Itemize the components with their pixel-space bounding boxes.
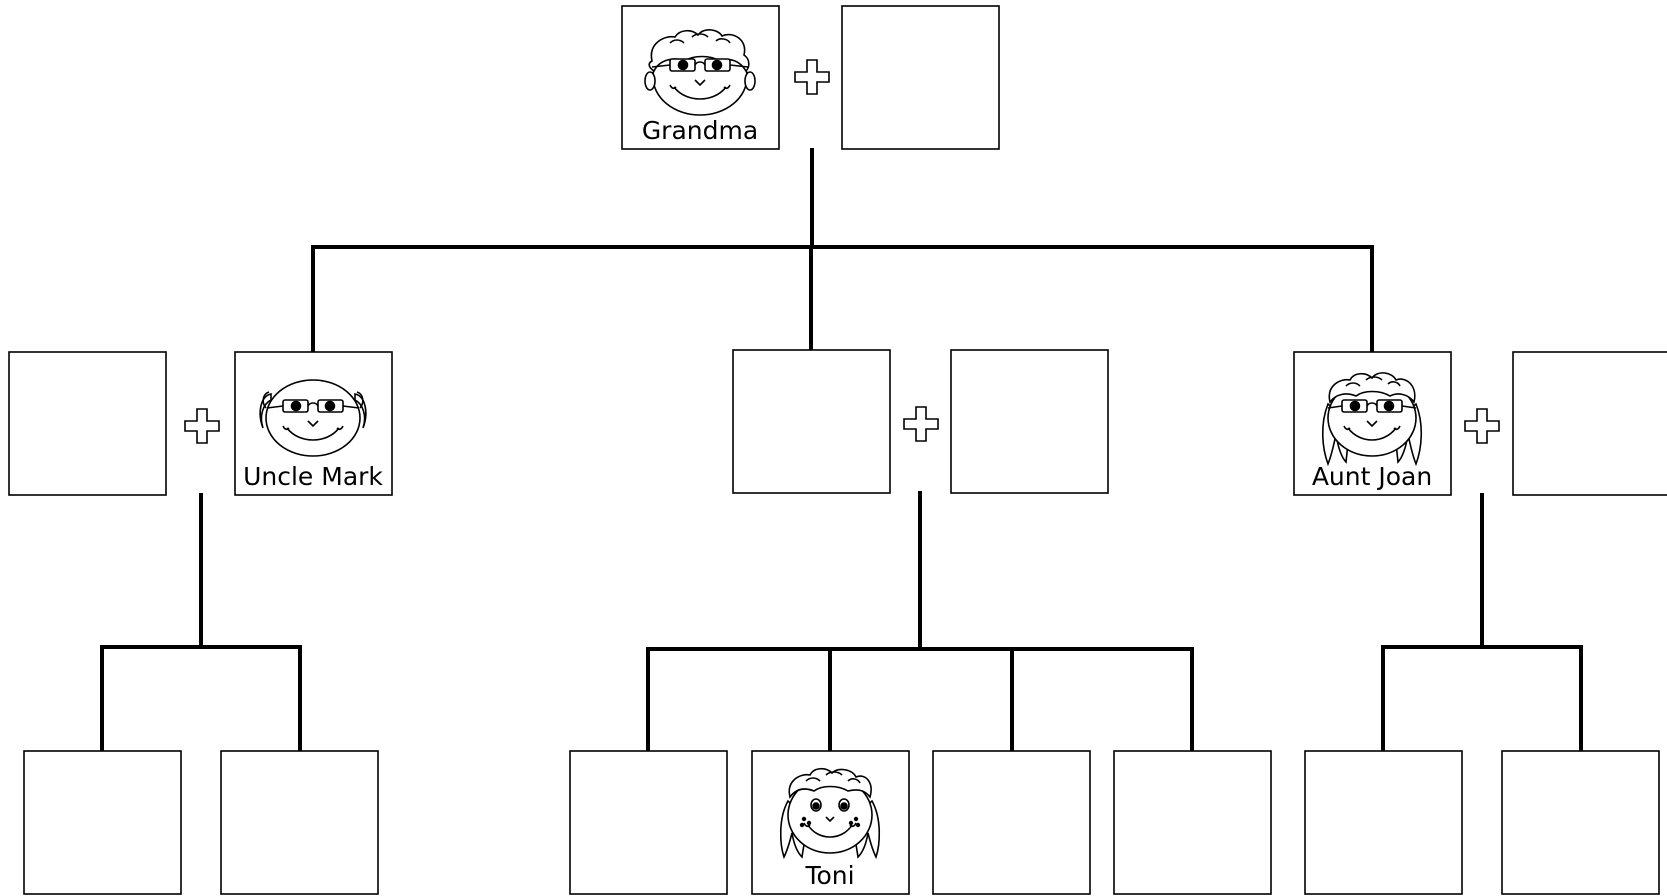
uncle-mark-face-icon: [259, 379, 367, 457]
person-card-uncle-mark-partner[interactable]: [8, 351, 167, 496]
couple-symbols: [184, 59, 1500, 444]
person-card-middle-parent-a[interactable]: [732, 349, 891, 494]
person-name-grandma: Grandma: [642, 116, 758, 145]
person-card-uncle-mark-child-1[interactable]: [23, 750, 182, 895]
plus-icon: [184, 408, 220, 444]
person-card-grandma[interactable]: Grandma: [621, 5, 780, 150]
person-name-toni: Toni: [804, 861, 854, 890]
plus-icon: [794, 59, 830, 95]
person-card-aunt-joan-child-1[interactable]: [1304, 750, 1463, 895]
aunt-joan-face-icon: [1321, 372, 1423, 467]
person-card-uncle-mark[interactable]: Uncle Mark: [234, 351, 393, 496]
person-card-toni[interactable]: Toni: [751, 750, 910, 895]
connectors: [100, 148, 1583, 753]
person-card-aunt-joan-child-2[interactable]: [1501, 750, 1660, 895]
person-card-aunt-joan-partner[interactable]: [1512, 351, 1667, 496]
person-card-uncle-mark-child-2[interactable]: [220, 750, 379, 895]
plus-icon: [1464, 408, 1500, 444]
person-name-uncle-mark: Uncle Mark: [243, 462, 383, 491]
person-card-middle-child-1[interactable]: [569, 750, 728, 895]
toni-face-icon: [779, 767, 881, 860]
grandma-face-icon: [644, 29, 756, 116]
person-card-grandma-partner[interactable]: [841, 5, 1000, 150]
person-card-middle-child-4[interactable]: [1113, 750, 1272, 895]
person-name-aunt-joan: Aunt Joan: [1312, 462, 1432, 491]
person-card-middle-parent-b[interactable]: [950, 349, 1109, 494]
plus-icon: [903, 406, 939, 442]
person-card-middle-child-3[interactable]: [932, 750, 1091, 895]
person-card-aunt-joan[interactable]: Aunt Joan: [1293, 351, 1452, 496]
